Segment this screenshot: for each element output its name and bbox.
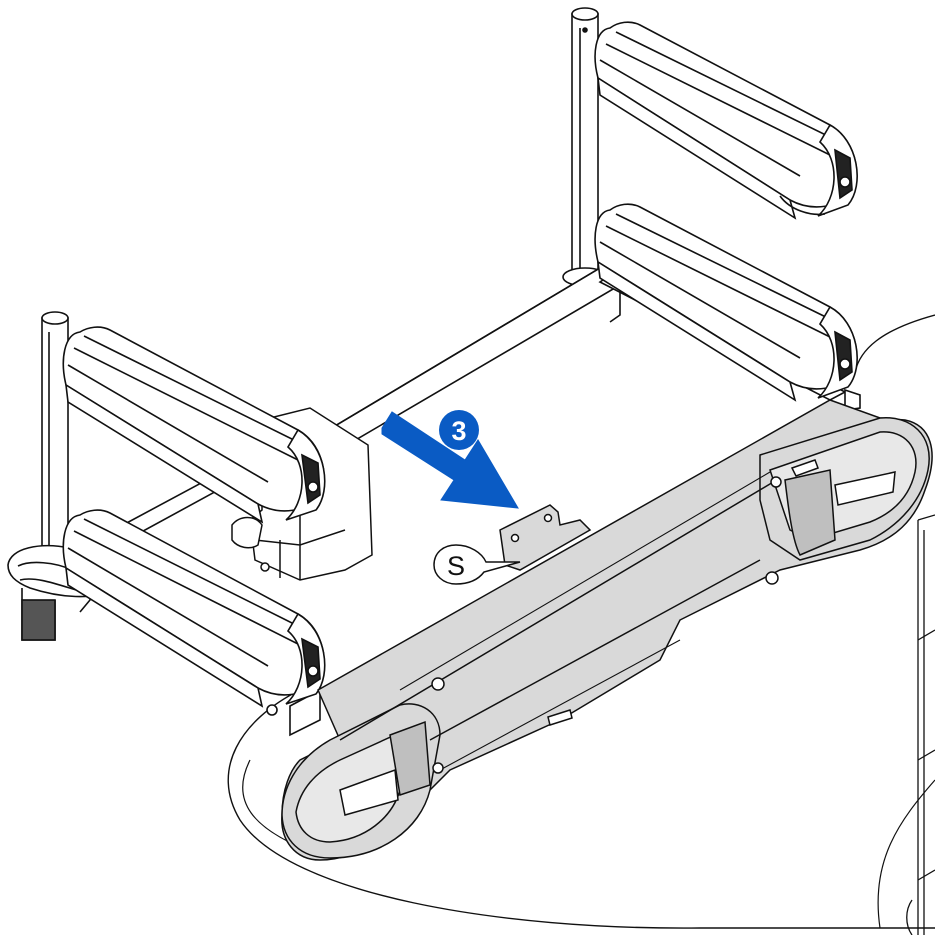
ski-holder-rear-top (594, 21, 858, 220)
callout-label: S (447, 551, 465, 581)
surface-outline (854, 314, 935, 373)
left-upright-post (41, 311, 69, 569)
right-cabinet (906, 514, 935, 935)
step-number-label: 3 (451, 416, 466, 446)
callout-bubble: S (433, 544, 521, 585)
step-number-badge: 3 (439, 410, 479, 450)
base-surface-outline (227, 689, 935, 929)
ski-holder-front-bottom (62, 509, 326, 716)
arrow-down-right-icon (381, 411, 519, 509)
base-surface-edge (877, 779, 935, 929)
ski-holder-front-top (62, 326, 326, 524)
mounting-bar (281, 399, 933, 861)
ski-holder-rear-bottom (594, 203, 861, 411)
